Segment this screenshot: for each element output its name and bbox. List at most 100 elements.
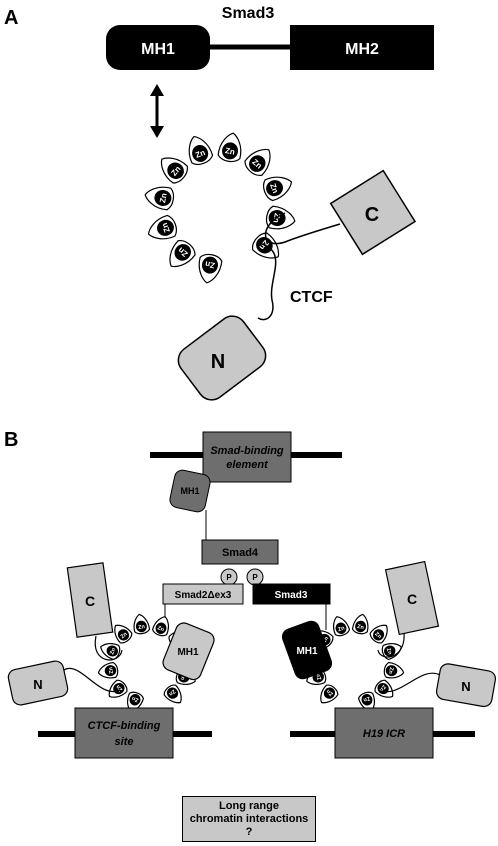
left-c-terminus <box>66 562 114 638</box>
smad3-label-b: Smad3 <box>275 590 308 601</box>
zn-label: Zn <box>108 667 115 675</box>
right-n-label: N <box>461 679 470 694</box>
right-n-terminus <box>435 663 497 708</box>
zn-label: Zn <box>179 672 187 680</box>
h19-icr-label: H19 ICR <box>363 728 405 740</box>
zn-label: Zn <box>357 624 365 631</box>
smad3-title: Smad3 <box>222 5 275 22</box>
zn-label: Zn <box>362 695 370 703</box>
sbe-line2: element <box>226 459 269 471</box>
zn-label: Zn <box>315 672 323 680</box>
long-range-interactions-box: Long range chromatin interactions ? <box>182 796 316 842</box>
zinc-finger: Zn <box>133 613 151 635</box>
ctcf-label: CTCF <box>290 289 333 306</box>
phospho-right-label: P <box>252 573 258 582</box>
zn-label: Zn <box>373 631 382 640</box>
zn-label: Zn <box>160 221 172 233</box>
zinc-finger: Zn <box>374 679 394 698</box>
zinc-finger: Zn <box>144 186 175 211</box>
right-c-label: C <box>407 591 417 607</box>
zinc-finger: Zn <box>108 679 128 698</box>
zn-label: Zn <box>158 192 169 203</box>
ctcf-n-linker <box>257 242 277 321</box>
zinc-finger: Zn <box>188 135 214 165</box>
zn-label: Zn <box>224 146 235 157</box>
zinc-finger: Zn <box>217 132 242 163</box>
zinc-finger: Zn <box>97 661 119 679</box>
arrow-up-head <box>150 84 164 96</box>
zn-label: Zn <box>167 688 176 697</box>
zn-label: Zn <box>109 647 117 655</box>
zinc-finger: Zn <box>351 613 369 635</box>
ctcf-c-terminus <box>329 169 417 256</box>
sbe-line1: Smad-binding <box>210 445 284 457</box>
ctcf-site-line2: site <box>115 736 134 748</box>
right-smad3-mh1 <box>281 620 333 680</box>
smad2dex3-label: Smad2Δex3 <box>175 590 232 601</box>
smad-binding-element <box>202 431 292 483</box>
zinc-finger: Zn <box>100 642 121 661</box>
long-range-line2: chromatin interactions <box>189 812 309 825</box>
zinc-finger: Zn <box>147 214 177 240</box>
zinc-finger: Zn <box>369 624 388 644</box>
zn-label: Zn <box>120 631 129 640</box>
zn-label: Zn <box>321 636 330 645</box>
zinc-finger: Zn <box>244 148 271 176</box>
smad2dex3-box <box>162 583 244 605</box>
smad4-mh1-label: MH1 <box>180 486 199 496</box>
zn-label: Zn <box>194 148 206 160</box>
panel-a-label: A <box>4 7 18 29</box>
ctcf-binding-site <box>74 707 174 759</box>
smad4-box <box>201 539 279 565</box>
smad4-mh1 <box>169 469 211 513</box>
left-mh1-label: MH1 <box>177 647 199 658</box>
left-c-linker <box>94 635 123 661</box>
left-smad2-mh1 <box>162 622 215 681</box>
ctcf-site-line1: CTCF-binding <box>88 720 161 732</box>
zinc-finger: Zn <box>169 240 196 268</box>
zinc-finger: Zn <box>163 684 182 704</box>
left-n-label: N <box>33 677 42 692</box>
ctcf-n-terminus <box>177 315 267 401</box>
left-c-label: C <box>85 593 95 609</box>
left-n-terminus <box>7 660 69 706</box>
zinc-finger: Zn <box>198 253 223 284</box>
zn-label: Zn <box>337 625 345 633</box>
ctcf-c-linker <box>264 212 341 245</box>
zn-label: Zn <box>115 683 124 692</box>
right-mh1-label: MH1 <box>296 646 318 657</box>
zinc-finger: Zn <box>126 691 145 712</box>
right-c-terminus <box>384 560 440 636</box>
zinc-finger: Zn <box>320 684 339 704</box>
smad3-mh1-label: MH1 <box>141 41 175 58</box>
smad3-box <box>252 583 331 605</box>
smad3-mh2-label: MH2 <box>345 41 379 58</box>
zinc-finger: Zn <box>263 176 293 202</box>
smad3-mh1-domain <box>106 25 210 70</box>
smad3-mh2-domain <box>290 25 434 70</box>
zinc-finger: Zn <box>151 616 170 637</box>
zn-label: Zn <box>131 695 139 703</box>
right-n-linker <box>377 672 441 693</box>
zn-label: Zn <box>385 647 393 655</box>
zn-label: Zn <box>326 688 335 697</box>
smad4-label: Smad4 <box>222 547 259 559</box>
zinc-finger: Zn <box>252 232 280 259</box>
zinc-finger: Zn <box>114 624 133 644</box>
ctcf-n-label: N <box>211 351 225 373</box>
zn-label: Zn <box>268 182 280 194</box>
zn-label: Zn <box>378 683 387 692</box>
zinc-finger: Zn <box>160 157 188 184</box>
h19-icr-box <box>334 707 434 759</box>
right-c-linker <box>377 632 405 658</box>
zinc-finger: Zn <box>265 205 296 230</box>
zn-label: Zn <box>138 624 146 631</box>
zn-label: Zn <box>204 259 215 270</box>
phospho-left-label: P <box>226 573 232 582</box>
zinc-finger: Zn <box>383 661 405 679</box>
zinc-finger: Zn <box>332 616 351 637</box>
panel-b-label: B <box>4 429 18 451</box>
zinc-finger: Zn <box>381 642 402 661</box>
